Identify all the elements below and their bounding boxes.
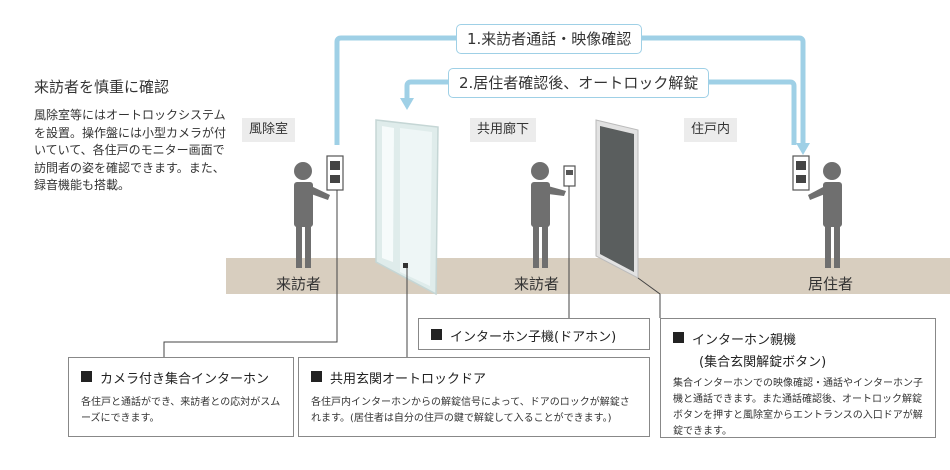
intro-title: 来訪者を慎重に確認 (34, 78, 170, 96)
callout-subtitle: (集合玄関解錠ボタン) (699, 355, 827, 370)
callout-title: インターホン親機 (692, 333, 797, 348)
callout-body: 集合インターホンでの映像確認・通話やインターホン子機と通話できます。また通話確認… (673, 378, 923, 437)
flow-arrow-2-head (400, 98, 414, 110)
zone-label-residence: 住戸内 (684, 118, 738, 142)
bullet-square (81, 371, 92, 382)
callout-master-intercom: インターホン親機 (集合玄関解錠ボタン) 集合インターホンでの映像確認・通話やイ… (660, 318, 936, 438)
callout-camera-intercom: カメラ付き集合インターホン 各住戸と通話ができ、来訪者との応対がスムーズにできま… (68, 357, 294, 437)
door-phone-unit (563, 165, 576, 187)
leader-line-master-intercom (637, 277, 661, 318)
visitor-figure-2 (531, 162, 566, 268)
person-label-visitor-2: 来訪者 (514, 275, 560, 293)
resident-figure (808, 162, 842, 268)
flow-arrow-1-head (796, 143, 810, 155)
zone-label-corridor: 共用廊下 (470, 118, 537, 142)
flow-label-1: 1.来訪者通話・映像確認 (456, 24, 643, 54)
bullet-square (431, 329, 442, 340)
callout-body: 各住戸内インターホンからの解錠信号によって、ドアのロックが解錠されます。(居住者… (311, 397, 630, 424)
intro-body: 風除室等にはオートロックシステムを設置。操作盤には小型カメラが付いていて、各住戸… (34, 108, 227, 192)
callout-entrance-door: 共用玄関オートロックドア 各住戸内インターホンからの解錠信号によって、ドアのロッ… (298, 357, 650, 437)
person-label-resident: 居住者 (808, 275, 854, 293)
person-label-visitor-1: 来訪者 (276, 275, 322, 293)
callout-title: 共用玄関オートロックドア (330, 372, 487, 387)
leader-line-camera-intercom (163, 190, 338, 357)
callout-door-phone: インターホン子機(ドアホン) (418, 318, 650, 350)
flow-label-2: 2.居住者確認後、オートロック解錠 (448, 68, 710, 98)
visitor-figure-1 (294, 162, 330, 268)
bullet-square (673, 332, 684, 343)
callout-body: 各住戸と通話ができ、来訪者との応対がスムーズにできます。 (81, 397, 281, 424)
zone-label-vestibule: 風除室 (242, 118, 296, 142)
bullet-square (311, 371, 322, 382)
callout-title: カメラ付き集合インターホン (100, 372, 270, 387)
callout-title: インターホン子機(ドアホン) (450, 330, 617, 345)
